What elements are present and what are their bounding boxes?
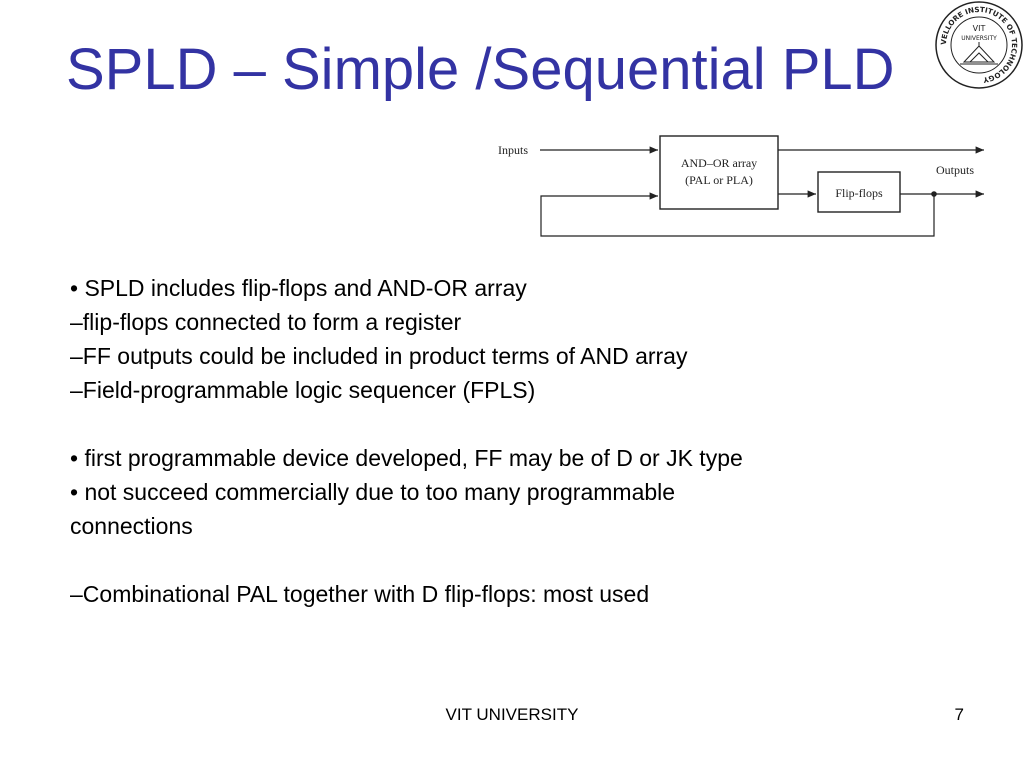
inputs-label: Inputs (498, 143, 528, 157)
flip-flops-label: Flip-flops (835, 186, 883, 200)
bullet-line: • first programmable device developed, F… (70, 445, 743, 471)
page-number: 7 (954, 705, 964, 724)
bullet-line: –Field-programmable logic sequencer (FPL… (70, 377, 536, 403)
spld-block-diagram: Inputs AND–OR array (PAL or PLA) Outputs… (498, 135, 984, 237)
footer-university: VIT UNIVERSITY (445, 705, 579, 724)
bullet-line: –flip-flops connected to form a register (70, 309, 462, 335)
bullet-line: • not succeed commercially due to too ma… (70, 479, 676, 505)
outputs-label: Outputs (936, 163, 974, 177)
spacer (70, 407, 970, 441)
bullet-line: • SPLD includes flip-flops and AND-OR ar… (70, 275, 527, 301)
university-seal-icon: VELLORE INSTITUTE OF TECHNOLOGY VIT UNIV… (935, 1, 1023, 89)
bullet-line: connections (70, 513, 193, 539)
and-or-label: AND–OR array (681, 156, 757, 170)
bullet-line: –FF outputs could be included in product… (70, 343, 688, 369)
spacer (70, 543, 970, 577)
flip-flops-block (817, 171, 901, 213)
body-text: • SPLD includes flip-flops and AND-OR ar… (70, 271, 970, 611)
seal-text-vit: VIT (973, 24, 986, 33)
slide-title: SPLD – Simple /Sequential PLD (66, 37, 895, 102)
and-or-array-block (659, 135, 779, 210)
pal-pla-label: (PAL or PLA) (685, 173, 753, 187)
seal-text-university: UNIVERSITY (961, 35, 997, 42)
feedback-path (540, 192, 935, 237)
bullet-line: –Combinational PAL together with D flip-… (70, 581, 650, 607)
